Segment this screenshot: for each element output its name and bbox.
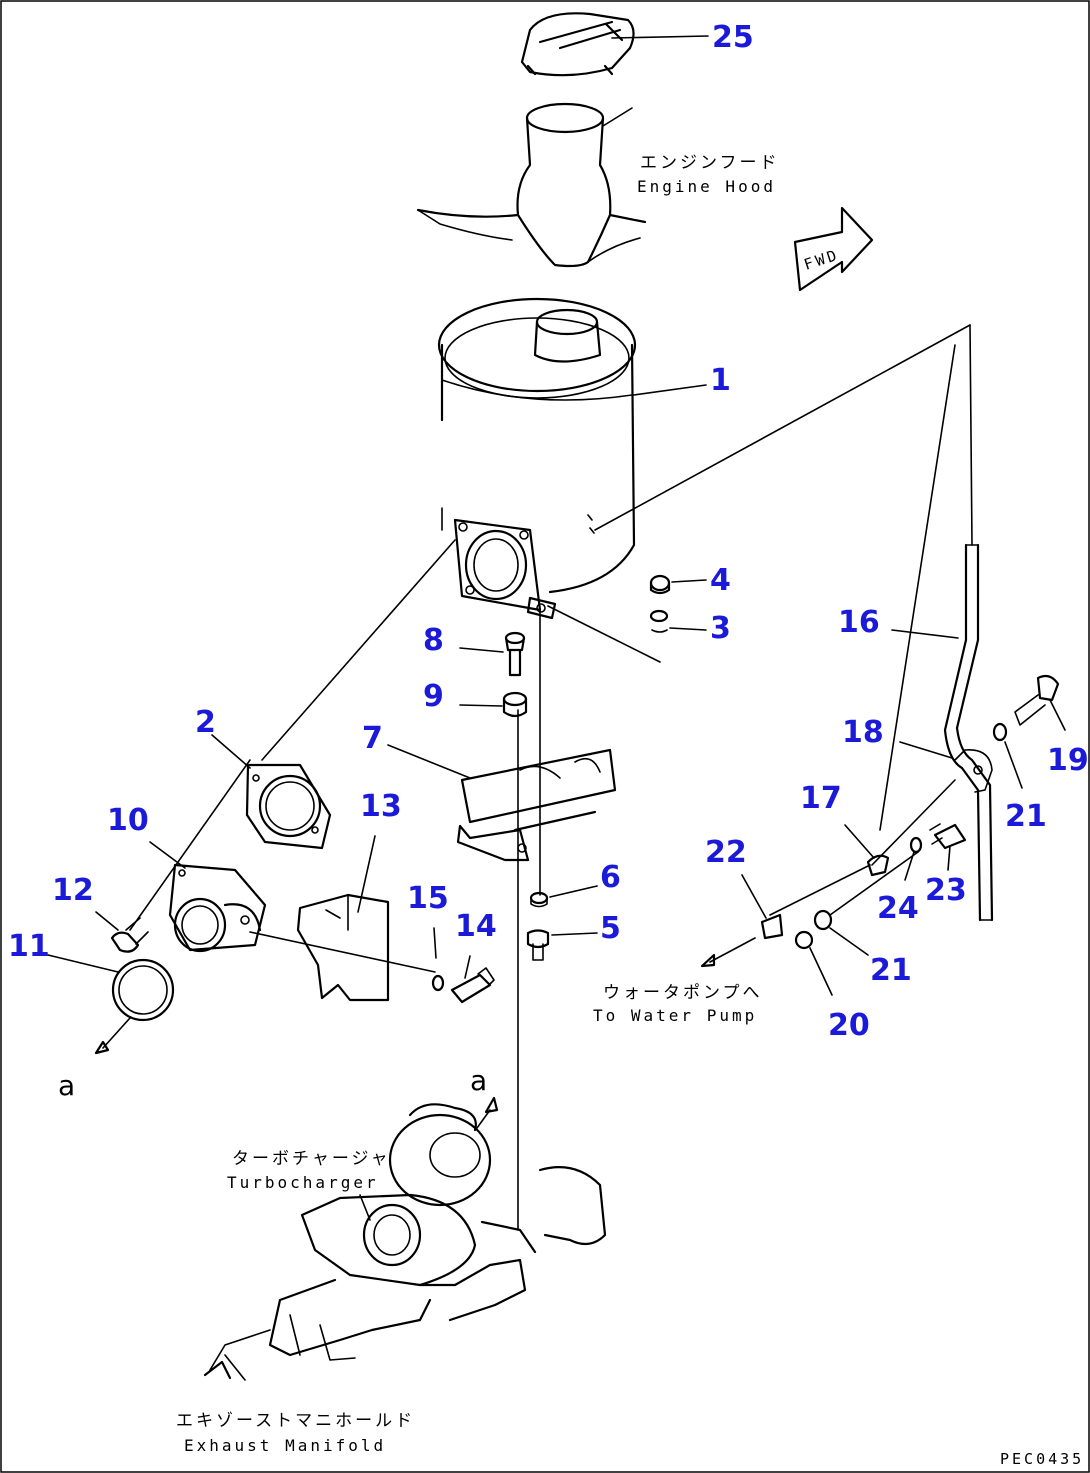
turbocharger-drawing xyxy=(300,1096,607,1287)
bracket-13-drawing xyxy=(249,835,436,1002)
exhaust-manifold-label-jp: エキゾーストマニホールド xyxy=(176,1411,415,1431)
engine-hood-drawing xyxy=(416,102,647,268)
washer-bolt-14-15-drawing xyxy=(431,927,495,1004)
exhaust-manifold-drawing xyxy=(203,1258,527,1381)
callout-17: 17 xyxy=(800,781,842,816)
callout-1: 1 xyxy=(710,363,731,398)
reference-lines xyxy=(129,324,973,1231)
engine-hood-label-en: Engine Hood xyxy=(637,177,776,196)
callout-23: 23 xyxy=(925,873,967,908)
callout-15: 15 xyxy=(407,881,449,916)
exhaust-manifold-label-en: Exhaust Manifold xyxy=(184,1436,386,1455)
callout-22: 22 xyxy=(705,835,747,870)
water-pipe-drawing xyxy=(891,543,994,922)
callout-4: 4 xyxy=(710,563,731,598)
component-labels: エンジンフード Engine Hood ウォータポンプへ To Water Pu… xyxy=(176,153,780,1455)
callout-24: 24 xyxy=(877,891,919,926)
bolt-12-drawing xyxy=(95,911,149,953)
callout-8: 8 xyxy=(423,623,444,658)
drawing-code: PEC0435 xyxy=(1000,1450,1084,1468)
callout-6: 6 xyxy=(600,860,621,895)
nut-bolt-drawing xyxy=(526,885,598,961)
callout-18: 18 xyxy=(842,715,884,750)
section-ref-right: a xyxy=(470,1064,487,1097)
callout-9: 9 xyxy=(423,679,444,714)
callout-3: 3 xyxy=(710,611,731,646)
hose-fittings-drawing xyxy=(700,779,967,996)
bracket-drawing xyxy=(387,744,617,862)
callout-7: 7 xyxy=(362,721,383,756)
rain-cap-drawing xyxy=(520,12,709,77)
callout-5: 5 xyxy=(600,911,621,946)
callout-16: 16 xyxy=(838,605,880,640)
callout-14: 14 xyxy=(455,909,497,944)
to-water-pump-label-en: To Water Pump xyxy=(593,1006,757,1025)
callout-10: 10 xyxy=(107,803,149,838)
callout-19: 19 xyxy=(1047,743,1089,778)
callout-21-bottom: 21 xyxy=(870,953,912,988)
callout-11: 11 xyxy=(8,929,50,964)
callout-2: 2 xyxy=(195,705,216,740)
callout-25: 25 xyxy=(712,20,754,55)
callout-20: 20 xyxy=(828,1008,870,1043)
callout-13: 13 xyxy=(360,789,402,824)
callout-21-top: 21 xyxy=(1005,799,1047,834)
fwd-badge-text: FWD xyxy=(802,246,842,274)
callout-numbers: 25 1 4 3 8 16 9 7 2 13 18 19 10 17 21 22… xyxy=(8,20,1089,1043)
section-ref-left: a xyxy=(58,1069,75,1102)
air-cleaner-drawing xyxy=(437,297,707,663)
o-ring-drawing xyxy=(47,954,175,1055)
engine-hood-label-jp: エンジンフード xyxy=(640,153,780,173)
fwd-badge-icon: FWD xyxy=(793,206,874,292)
elbow-drawing xyxy=(149,841,267,953)
bolt-collar-drawing xyxy=(459,631,528,718)
nut-washer-drawing xyxy=(649,574,707,633)
turbocharger-label-jp: ターボチャージャ xyxy=(232,1149,391,1169)
to-water-pump-label-jp: ウォータポンプへ xyxy=(603,983,763,1003)
bolt-19-drawing xyxy=(992,674,1066,789)
turbocharger-label-en: Turbocharger xyxy=(227,1173,379,1192)
callout-12: 12 xyxy=(52,873,94,908)
gasket-drawing xyxy=(211,734,332,850)
